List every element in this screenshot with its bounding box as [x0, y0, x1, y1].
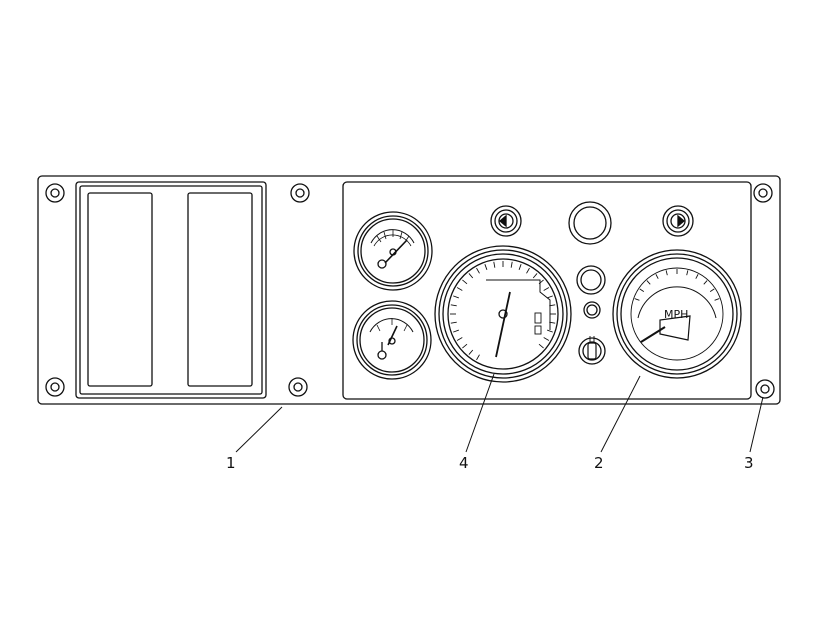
right-turn-indicator [662, 205, 694, 237]
speedometer-needle [640, 326, 666, 343]
tachometer-tick [493, 261, 496, 268]
tachometer-tick [456, 287, 463, 291]
callout-4: 4 [459, 454, 469, 472]
panel-outline [37, 175, 781, 405]
tachometer-tick [456, 337, 463, 341]
indicator-lamp-small [583, 301, 601, 319]
temperature-gauge [352, 300, 432, 380]
leader-line-2 [600, 375, 641, 453]
toggle-switch [578, 336, 606, 365]
speedometer-tick [665, 270, 668, 276]
tachometer-tick [543, 287, 550, 291]
tachometer-tick [462, 279, 468, 285]
tachometer-tick [450, 321, 457, 324]
screw-bottom-right [755, 379, 775, 399]
left-turn-indicator [490, 205, 522, 237]
tachometer-tick [532, 273, 538, 279]
blank-cover-section [75, 181, 267, 399]
speedometer-tick [646, 280, 651, 285]
tachometer-tick [538, 343, 544, 349]
tachometer-tick [468, 349, 474, 355]
callout-1: 1 [226, 454, 236, 472]
fuel-pump-icon [377, 259, 387, 269]
screw-bottom-center [288, 377, 308, 397]
speedometer-tick [703, 280, 708, 285]
indicator-lamp-medium [576, 265, 606, 295]
indicator-lamp-large [568, 201, 612, 245]
fuel-gauge [353, 211, 433, 291]
tachometer-tick [462, 343, 468, 349]
tachometer-tick [453, 329, 459, 333]
blank-cover-right [187, 192, 253, 387]
screw-top-right [753, 183, 773, 203]
tachometer-tick [547, 295, 553, 299]
tachometer-tick [450, 304, 457, 307]
leader-lines [235, 373, 764, 453]
screw-top-center [290, 183, 310, 203]
tachometer-tick [547, 329, 553, 333]
callout-3: 3 [744, 454, 754, 472]
tachometer-tick [510, 261, 513, 268]
speedometer-tick [714, 298, 720, 301]
callout-2: 2 [594, 454, 604, 472]
tachometer-tick [468, 273, 474, 279]
thermometer-icon [377, 350, 387, 360]
speedometer-tick [655, 274, 659, 279]
leader-line-4 [465, 373, 495, 453]
tachometer [434, 245, 572, 383]
tachometer-tick [484, 264, 488, 270]
screw-top-left-outer [45, 183, 65, 203]
mounting-screws [45, 183, 775, 399]
screw-bottom-left-outer [45, 377, 65, 397]
speedometer: MPH [612, 249, 742, 379]
leader-line-1 [235, 406, 283, 453]
speedometer-tick [686, 270, 689, 276]
speedometer-tick [709, 288, 715, 293]
speedometer-unit-label: MPH [664, 308, 688, 321]
speedometer-tick [695, 274, 699, 279]
tachometer-tick [518, 264, 522, 270]
tachometer-tick [476, 354, 480, 361]
tachometer-tick [453, 295, 459, 299]
tachometer-tick [476, 267, 480, 274]
leader-line-3 [749, 396, 764, 453]
instrument-cluster-panel [342, 181, 752, 400]
blank-cover-left [87, 192, 153, 387]
tachometer-tick [543, 337, 550, 341]
speedometer-tick [639, 288, 645, 293]
speedometer-tick [634, 298, 640, 301]
tachometer-tick [526, 267, 530, 274]
tachometer-needle [495, 291, 511, 358]
